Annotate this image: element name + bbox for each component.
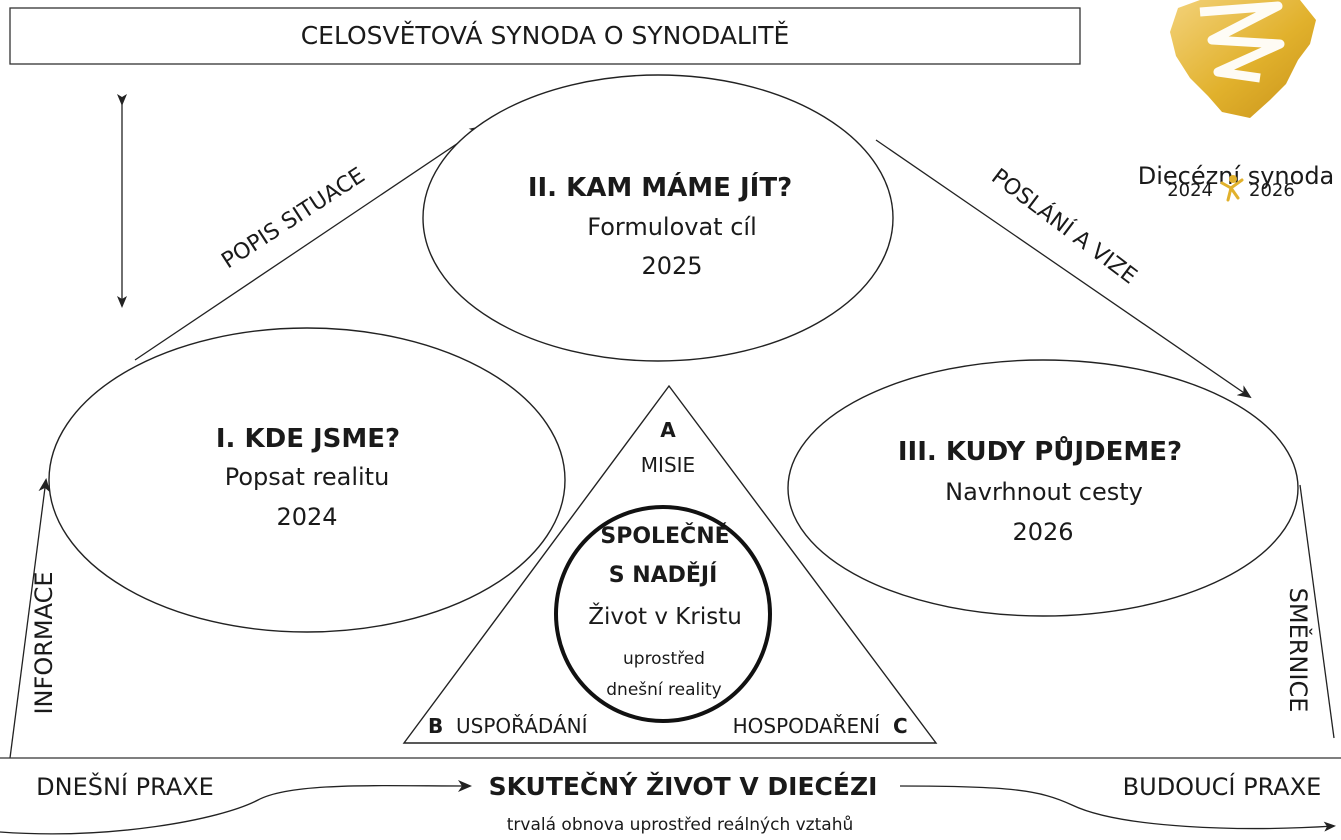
- stage-three-title: III. KUDY PŮJDEME?: [898, 434, 1182, 467]
- footer-subtitle: trvalá obnova uprostřed reálných vztahů: [507, 815, 854, 835]
- center-subtitle: Život v Kristu: [588, 602, 742, 630]
- center-note-line1: uprostřed: [623, 649, 705, 669]
- header-box: CELOSVĚTOVÁ SYNODA O SYNODALITĚ: [9, 7, 1081, 65]
- stage-two-subtitle: Formulovat cíl: [587, 213, 757, 241]
- header-title: CELOSVĚTOVÁ SYNODA O SYNODALITĚ: [301, 21, 790, 50]
- triangle-letter-c: C: [893, 714, 908, 738]
- footer-arrow-left: [0, 779, 472, 835]
- stage-two-year: 2025: [641, 252, 702, 280]
- logo-year-start: 2024: [1167, 180, 1213, 201]
- center-title-line1: SPOLEČNĚ: [600, 523, 729, 549]
- diocesan-synod-logo: Diecézní synoda 2024 2026: [1138, 0, 1334, 202]
- stage-one-year: 2024: [276, 503, 337, 531]
- stage-three-year: 2026: [1012, 518, 1073, 546]
- triangle-label-misie: MISIE: [641, 453, 695, 477]
- arrow-informace: [9, 478, 51, 759]
- center-title-line2: S NADĚJÍ: [609, 562, 718, 588]
- label-smernice: SMĚRNICE: [1284, 588, 1313, 713]
- footer-band: DNEŠNÍ PRAXE SKUTEČNÝ ŽIVOT V DIECÉZI tr…: [0, 757, 1341, 835]
- stage-one-subtitle: Popsat realitu: [225, 463, 390, 491]
- pilgrim-icon: [1220, 175, 1244, 202]
- footer-arrow-right: [899, 785, 1336, 832]
- arrow-two-to-three: [875, 139, 1252, 399]
- logo-year-end: 2026: [1249, 180, 1295, 201]
- line-smernice: [1299, 484, 1335, 739]
- triangle-letter-b: B: [428, 714, 443, 738]
- footer-future-practice: BUDOUCÍ PRAXE: [1123, 772, 1322, 801]
- stage-two-ellipse: II. KAM MÁME JÍT? Formulovat cíl 2025: [422, 74, 894, 362]
- footer-main-title: SKUTEČNÝ ŽIVOT V DIECÉZI: [489, 771, 878, 801]
- center-note-line2: dnešní reality: [606, 680, 721, 700]
- center-circle: SPOLEČNĚ S NADĚJÍ Život v Kristu uprostř…: [554, 505, 772, 723]
- triangle-letter-a: A: [660, 418, 676, 442]
- stage-two-title: II. KAM MÁME JÍT?: [528, 171, 792, 203]
- triangle-label-usporadani: USPOŘÁDÁNÍ: [456, 714, 588, 738]
- footer-current-practice: DNEŠNÍ PRAXE: [36, 771, 214, 801]
- triangle-label-hospodareni: HOSPODAŘENÍ: [733, 714, 881, 738]
- label-informace: INFORMACE: [30, 571, 58, 714]
- arrow-one-to-two: [134, 125, 484, 361]
- stage-one-title: I. KDE JSME?: [216, 424, 400, 454]
- stage-three-subtitle: Navrhnout cesty: [945, 478, 1143, 506]
- label-poslani-a-vize: POSLÁNÍ A VIZE: [987, 163, 1142, 289]
- stage-three-ellipse: III. KUDY PŮJDEME? Navrhnout cesty 2026: [787, 359, 1299, 617]
- stage-one-ellipse: I. KDE JSME? Popsat realitu 2024: [48, 327, 566, 633]
